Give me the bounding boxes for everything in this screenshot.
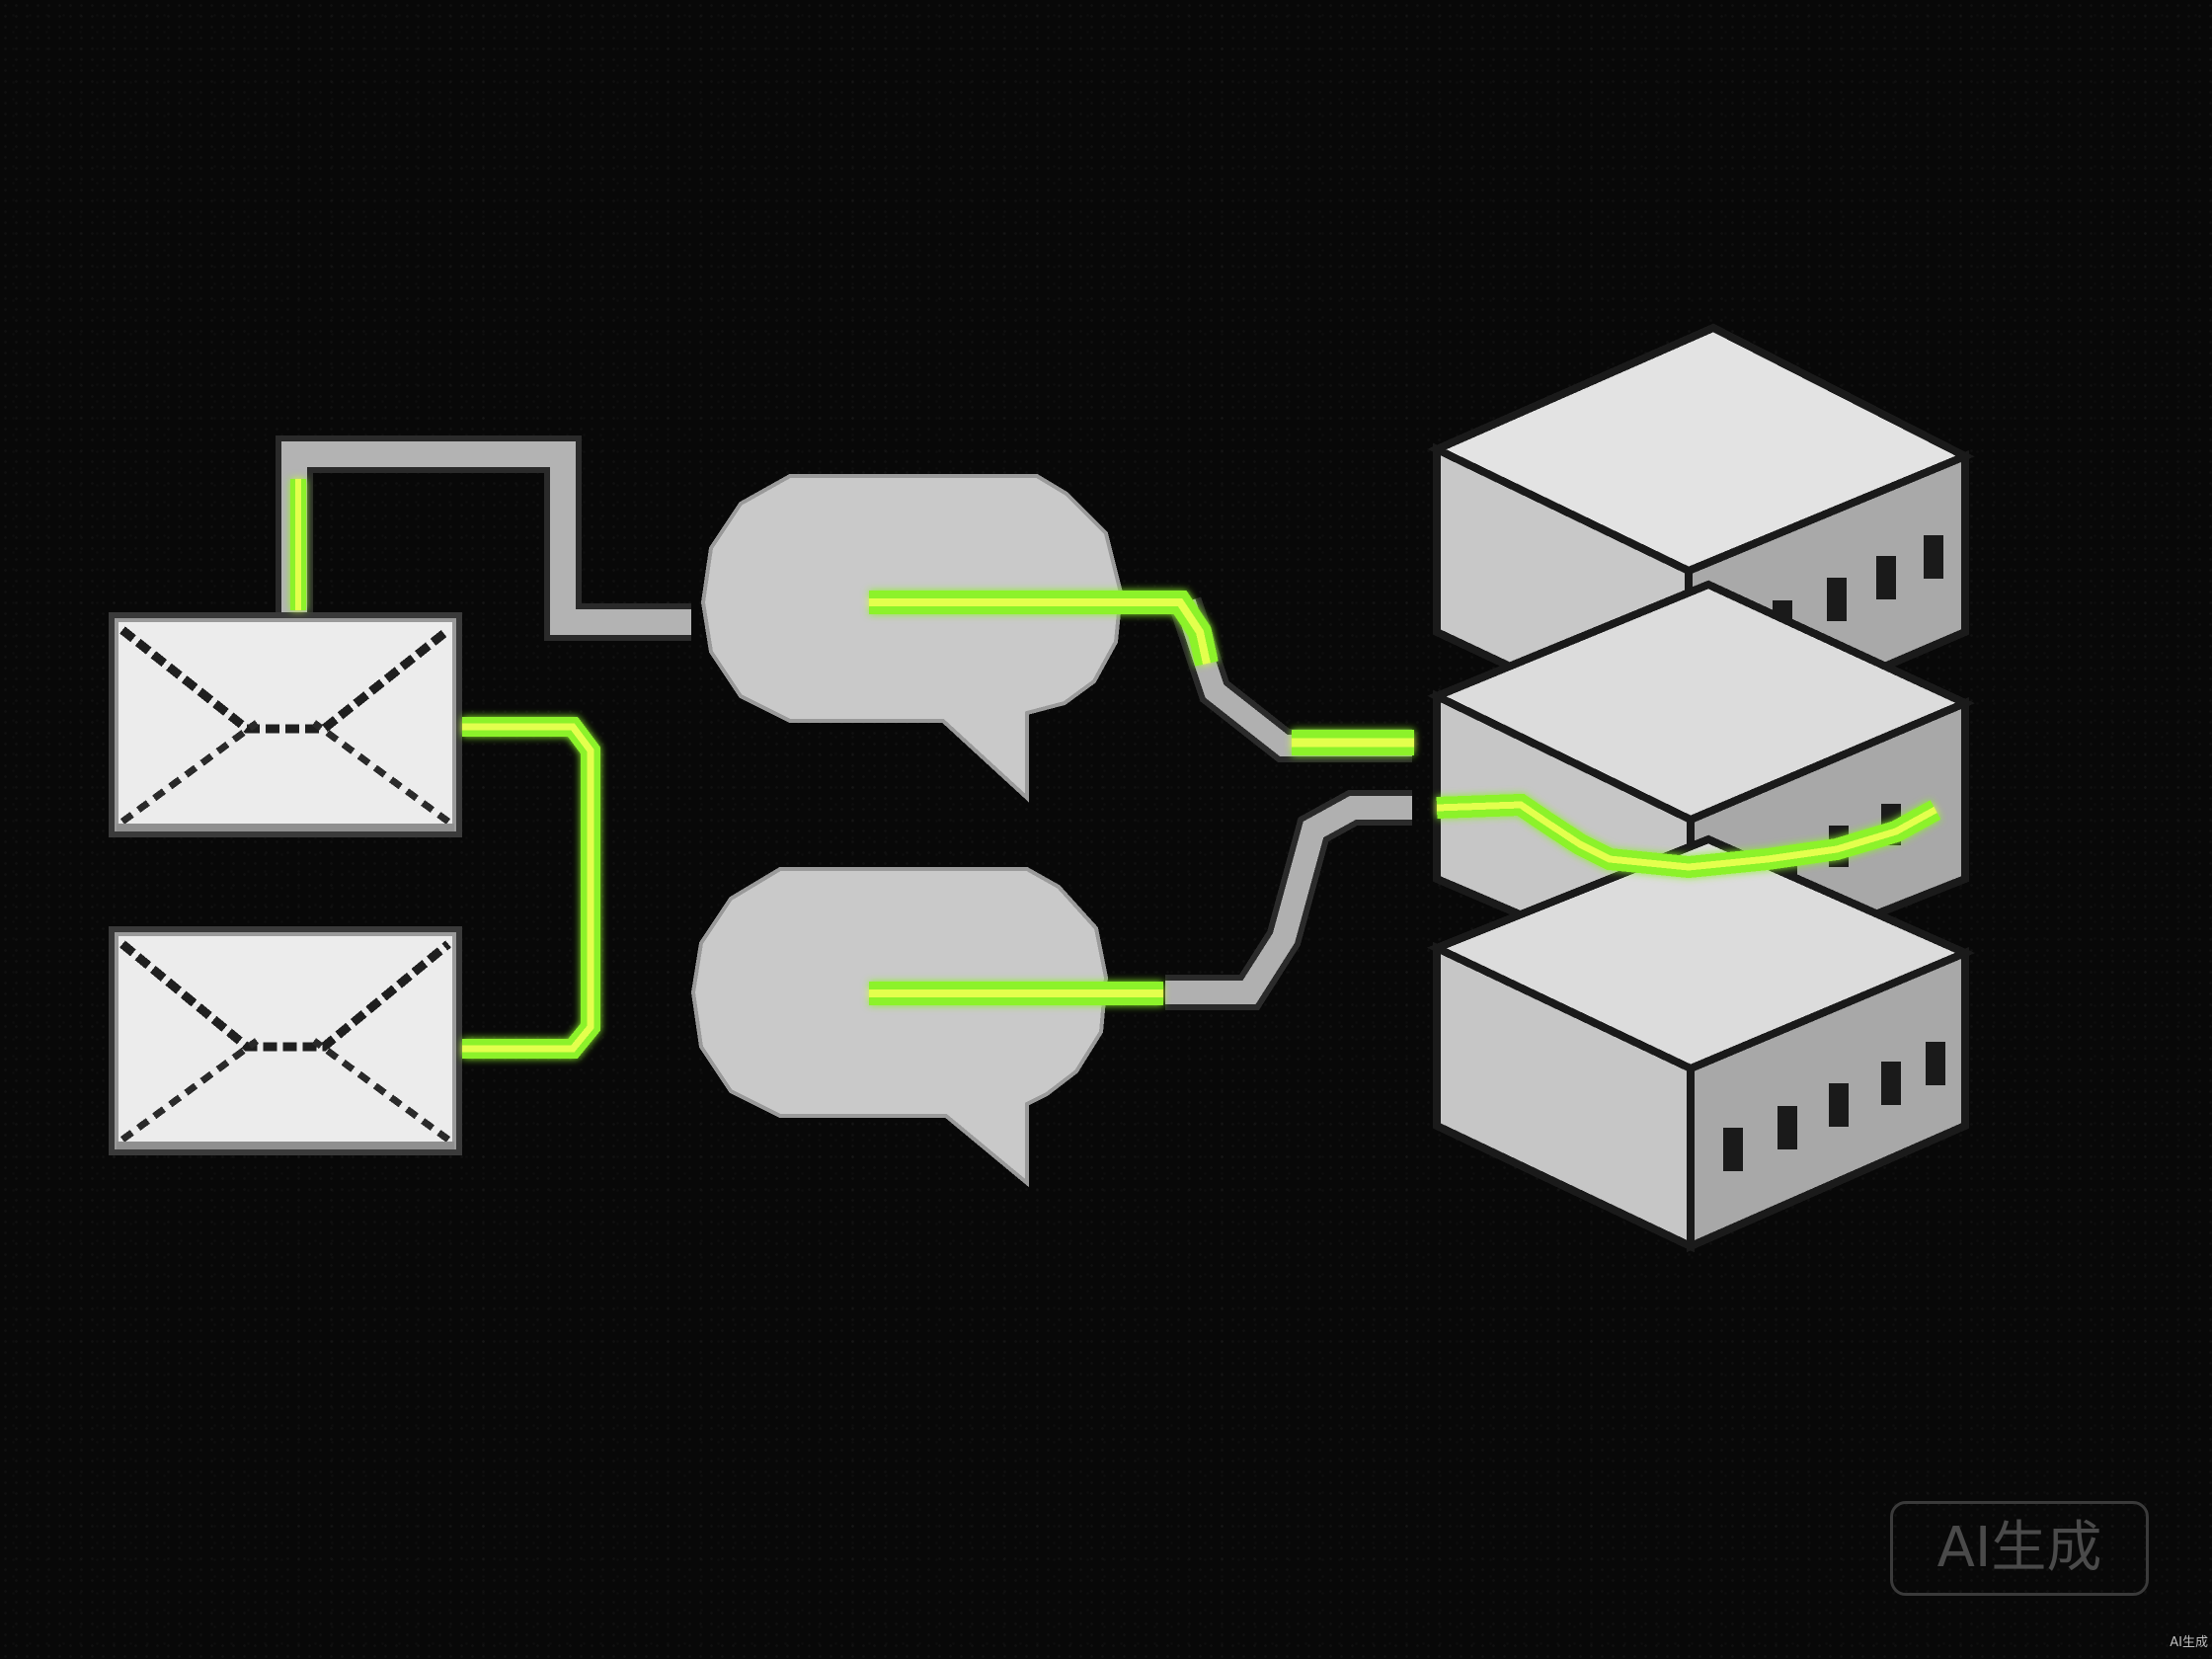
ai-generated-watermark: AI生成 xyxy=(1890,1501,2149,1596)
glow-line-group xyxy=(290,479,1941,1059)
server-stack-icon xyxy=(1427,323,1976,1253)
glow-line xyxy=(1436,801,1937,871)
envelope-icon xyxy=(109,926,462,1155)
wire-bubble-top-to-server xyxy=(1174,598,1412,756)
speech-bubble-icon xyxy=(690,867,1109,1188)
glow-line xyxy=(869,598,1211,665)
glow-line xyxy=(462,723,594,1053)
glow-line xyxy=(462,717,600,1059)
server-unit-bottom xyxy=(1427,834,1976,1253)
wire-envelope-top-to-bubble-top xyxy=(276,435,691,641)
envelope-icon xyxy=(109,612,462,837)
ai-generated-corner-tag: AI生成 xyxy=(2170,1635,2208,1650)
wire-bubble-bottom-to-server xyxy=(1165,796,1412,1004)
speech-bubble-icon xyxy=(700,474,1124,803)
wire-envelope-top-to-bubble-top xyxy=(281,441,691,635)
